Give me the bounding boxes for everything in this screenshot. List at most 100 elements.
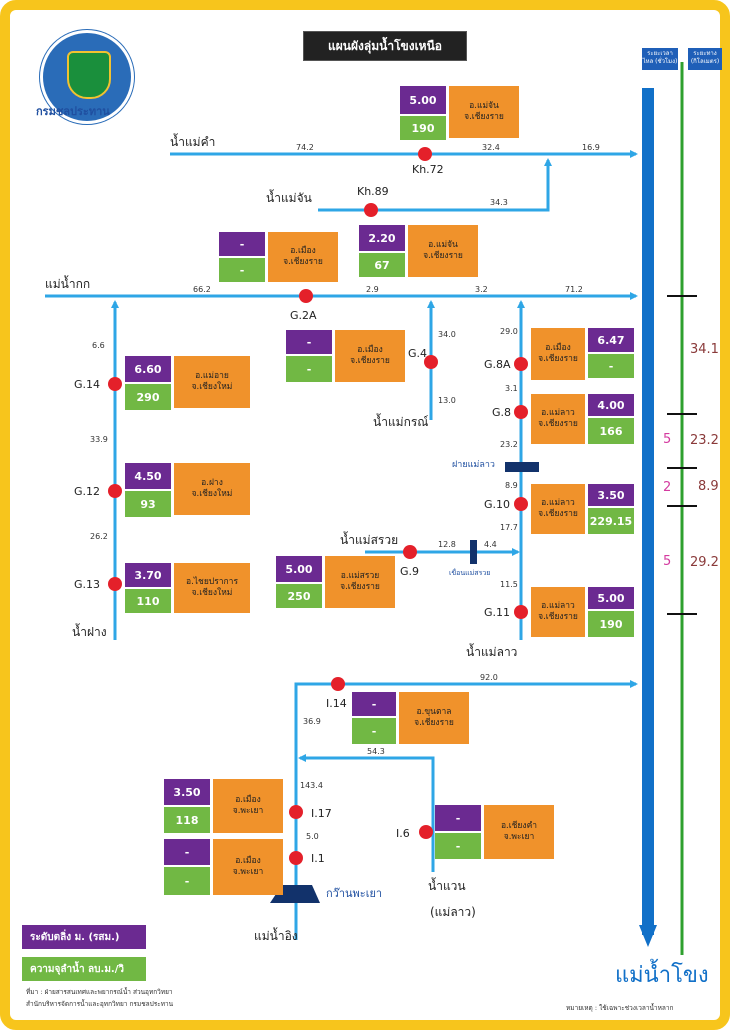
card-level: - — [219, 232, 265, 256]
scale-km: 23.2 — [690, 433, 719, 448]
station-g13 — [108, 577, 122, 591]
distance-label: 4.4 — [484, 540, 497, 549]
card-flow: - — [435, 833, 481, 859]
distance-label: 2.9 — [366, 285, 379, 294]
river-label-nam-waen-sub: (แม่ลาว) — [430, 905, 476, 919]
river-label-mae-suai: น้ำแม่สรวย — [340, 533, 399, 547]
card-location: อ.เมืองจ.เชียงราย — [335, 330, 405, 382]
distance-label: 8.9 — [505, 481, 518, 490]
card-location: อ.แม่สรวยจ.เชียงราย — [325, 556, 395, 608]
distance-label: 12.8 — [438, 540, 456, 549]
station-label-kh72: Kh.72 — [412, 163, 444, 176]
station-g11 — [514, 605, 528, 619]
distance-label: 16.9 — [582, 143, 600, 152]
station-g8 — [514, 405, 528, 419]
nam-waen-river — [298, 754, 435, 872]
river-label-nam-waen: น้ำแวน — [428, 879, 466, 893]
card-location: อ.ขุนตาลจ.เชียงราย — [399, 692, 469, 744]
card-location: อ.แม่ลาวจ.เชียงราย — [531, 484, 585, 534]
weir-label: ฝายแม่ลาว — [452, 460, 495, 470]
card-location: อ.แม่จันจ.เชียงราย — [449, 86, 519, 138]
card-flow: - — [588, 354, 634, 378]
card-flow: 190 — [588, 611, 634, 637]
card-location: อ.เมืองจ.เชียงราย — [531, 328, 585, 380]
card-level: 6.60 — [125, 356, 171, 382]
station-kh72 — [418, 147, 432, 161]
station-label-i17: I.17 — [311, 807, 332, 820]
card-flow: 290 — [125, 384, 171, 410]
card-flow: 250 — [276, 584, 322, 608]
distance-label: 26.2 — [90, 532, 108, 541]
card-location: อ.เมืองจ.พะเยา — [213, 839, 283, 895]
scale-hours: 5 — [663, 432, 672, 447]
station-i17 — [289, 805, 303, 819]
distance-label: 5.0 — [306, 832, 319, 841]
card-level: 5.00 — [276, 556, 322, 582]
station-g12 — [108, 484, 122, 498]
legend-level: ระดับตลิ่ง ม. (รสม.) — [22, 925, 146, 949]
distance-label: 34.0 — [438, 330, 456, 339]
distance-label: 74.2 — [296, 143, 314, 152]
card-level: - — [164, 839, 210, 865]
river-label-mae-lao: น้ำแม่ลาว — [466, 645, 518, 659]
card-level: 6.47 — [588, 328, 634, 352]
card-location: อ.ฝางจ.เชียงใหม่ — [174, 463, 250, 515]
kwan-label: กว๊านพะเยา — [326, 887, 383, 900]
distance-label: 92.0 — [480, 673, 498, 682]
card-flow: 190 — [400, 116, 446, 140]
logo-inner-shape — [67, 51, 111, 99]
scale-hours: 5 — [663, 554, 672, 569]
card-level: - — [352, 692, 396, 716]
card-level: 4.00 — [588, 394, 634, 416]
scale-km: 34.1 — [690, 342, 719, 357]
source-line-1: ที่มา : ฝ่ายสารสนเทศและพยากรณ์น้ำ ส่วนอุ… — [26, 988, 173, 996]
mae-chan-river — [318, 158, 552, 212]
station-i6 — [419, 825, 433, 839]
card-flow: 166 — [588, 418, 634, 444]
distance-label: 3.2 — [475, 285, 488, 294]
card-level: 3.50 — [588, 484, 634, 506]
card-location: อ.แม่ลาวจ.เชียงราย — [531, 587, 585, 637]
card-level: 2.20 — [359, 225, 405, 251]
station-label-kh89: Kh.89 — [357, 185, 389, 198]
distance-label: 6.6 — [92, 341, 105, 350]
header-travel-time: ระยะเวลาไหล (ชั่วโมง) — [642, 48, 678, 70]
station-label-g8: G.8 — [492, 406, 512, 419]
distance-label: 66.2 — [193, 285, 211, 294]
distance-label: 143.4 — [300, 781, 323, 790]
card-location: อ.เชียงคำจ.พะเยา — [484, 805, 554, 859]
card-flow: - — [352, 718, 396, 744]
card-level: 3.50 — [164, 779, 210, 805]
river-label-fang: น้ำฝาง — [72, 625, 107, 639]
station-kh89 — [364, 203, 378, 217]
header-distance: ระยะทาง (กิโลเมตร) — [688, 48, 722, 70]
source-line-2: สำนักบริหารจัดการน้ำและอุทกวิทยา กรมชลปร… — [26, 1000, 174, 1008]
distance-label: 33.9 — [90, 435, 108, 444]
distance-label: 23.2 — [500, 440, 518, 449]
card-flow: 118 — [164, 807, 210, 833]
card-location: อ.แม่ลาวจ.เชียงราย — [531, 394, 585, 444]
distance-label: 34.3 — [490, 198, 508, 207]
station-label-g2a: G.2A — [290, 309, 317, 322]
logo-text: กรมชลประทาน — [36, 105, 110, 118]
card-location: อ.เมืองจ.พะเยา — [213, 779, 283, 833]
station-i1 — [289, 851, 303, 865]
river-label-mae-korn: น้ำแม่กรณ์ — [373, 415, 429, 429]
station-label-i14: I.14 — [326, 697, 347, 710]
distance-label: 32.4 — [482, 143, 500, 152]
station-g8a — [514, 357, 528, 371]
page-title: แผนผังลุ่มน้ำโขงเหนือ — [303, 31, 467, 61]
dam-label: เขื่อนแม่สรวย — [449, 569, 491, 577]
card-flow: 67 — [359, 253, 405, 277]
station-g4 — [424, 355, 438, 369]
station-label-g13: G.13 — [74, 578, 101, 591]
card-level: 3.70 — [125, 563, 171, 587]
card-flow: - — [164, 867, 210, 895]
station-label-g10: G.10 — [484, 498, 511, 511]
scale-hours: 2 — [663, 480, 672, 495]
distance-label: 71.2 — [565, 285, 583, 294]
card-flow: 93 — [125, 491, 171, 517]
river-label-ing: แม่น้ำอิง — [254, 929, 298, 943]
card-flow: - — [219, 258, 265, 282]
